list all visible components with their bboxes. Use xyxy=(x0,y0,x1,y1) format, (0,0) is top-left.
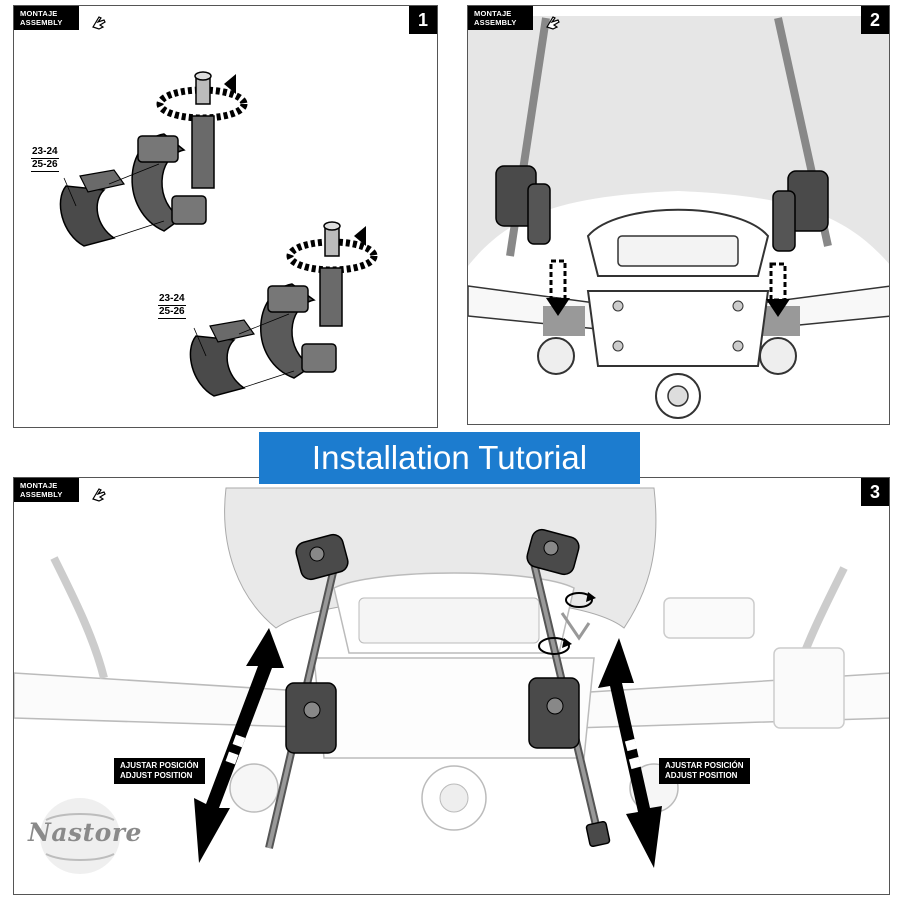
panel-step-1: MONTAJE ASSEMBLY 1 xyxy=(13,5,438,428)
double-arrow-icon xyxy=(194,628,284,863)
adjust-position-label-right: AJUSTAR POSICIÓN ADJUST POSITION xyxy=(659,758,750,784)
rotate-arrow-icon xyxy=(354,226,366,246)
assembly-tag: MONTAJE ASSEMBLY xyxy=(14,478,79,502)
assembly-tag: MONTAJE ASSEMBLY xyxy=(14,6,79,30)
rotate-arrow-icon xyxy=(538,637,572,655)
panel-step-3: MONTAJE ASSEMBLY 3 xyxy=(13,477,890,895)
down-arrow-icon xyxy=(546,259,570,316)
rotate-arrow-icon xyxy=(224,74,236,94)
spacer-size-label-upper: 23-24 25-26 xyxy=(31,146,59,172)
nastore-watermark: Nastore xyxy=(22,790,142,882)
hand-pointer-icon xyxy=(546,16,560,30)
position-adjustment-illustration xyxy=(14,487,889,868)
down-arrow-icon xyxy=(766,262,790,317)
step-number: 1 xyxy=(409,6,437,34)
clamp-assembly-illustration xyxy=(59,71,378,397)
clamp-upper xyxy=(59,71,248,247)
step-number: 2 xyxy=(861,6,889,34)
watermark-badge xyxy=(40,798,120,874)
adjust-position-label-left: AJUSTAR POSICIÓN ADJUST POSITION xyxy=(114,758,205,784)
spacer-size-label-lower: 23-24 25-26 xyxy=(158,293,186,319)
hand-pointer-icon xyxy=(92,488,106,502)
watermark-text: Nastore xyxy=(28,818,142,847)
handlebar-mount-illustration xyxy=(468,16,889,419)
panel-step-2: MONTAJE ASSEMBLY 2 xyxy=(467,5,890,425)
rotate-arrow-icon xyxy=(565,592,596,608)
page-title: Installation Tutorial xyxy=(259,432,640,484)
step-number: 3 xyxy=(861,478,889,506)
double-arrow-icon xyxy=(598,638,662,868)
hand-pointer-icon xyxy=(92,16,106,30)
clamp-lower xyxy=(189,221,378,397)
assembly-tag: MONTAJE ASSEMBLY xyxy=(468,6,533,30)
